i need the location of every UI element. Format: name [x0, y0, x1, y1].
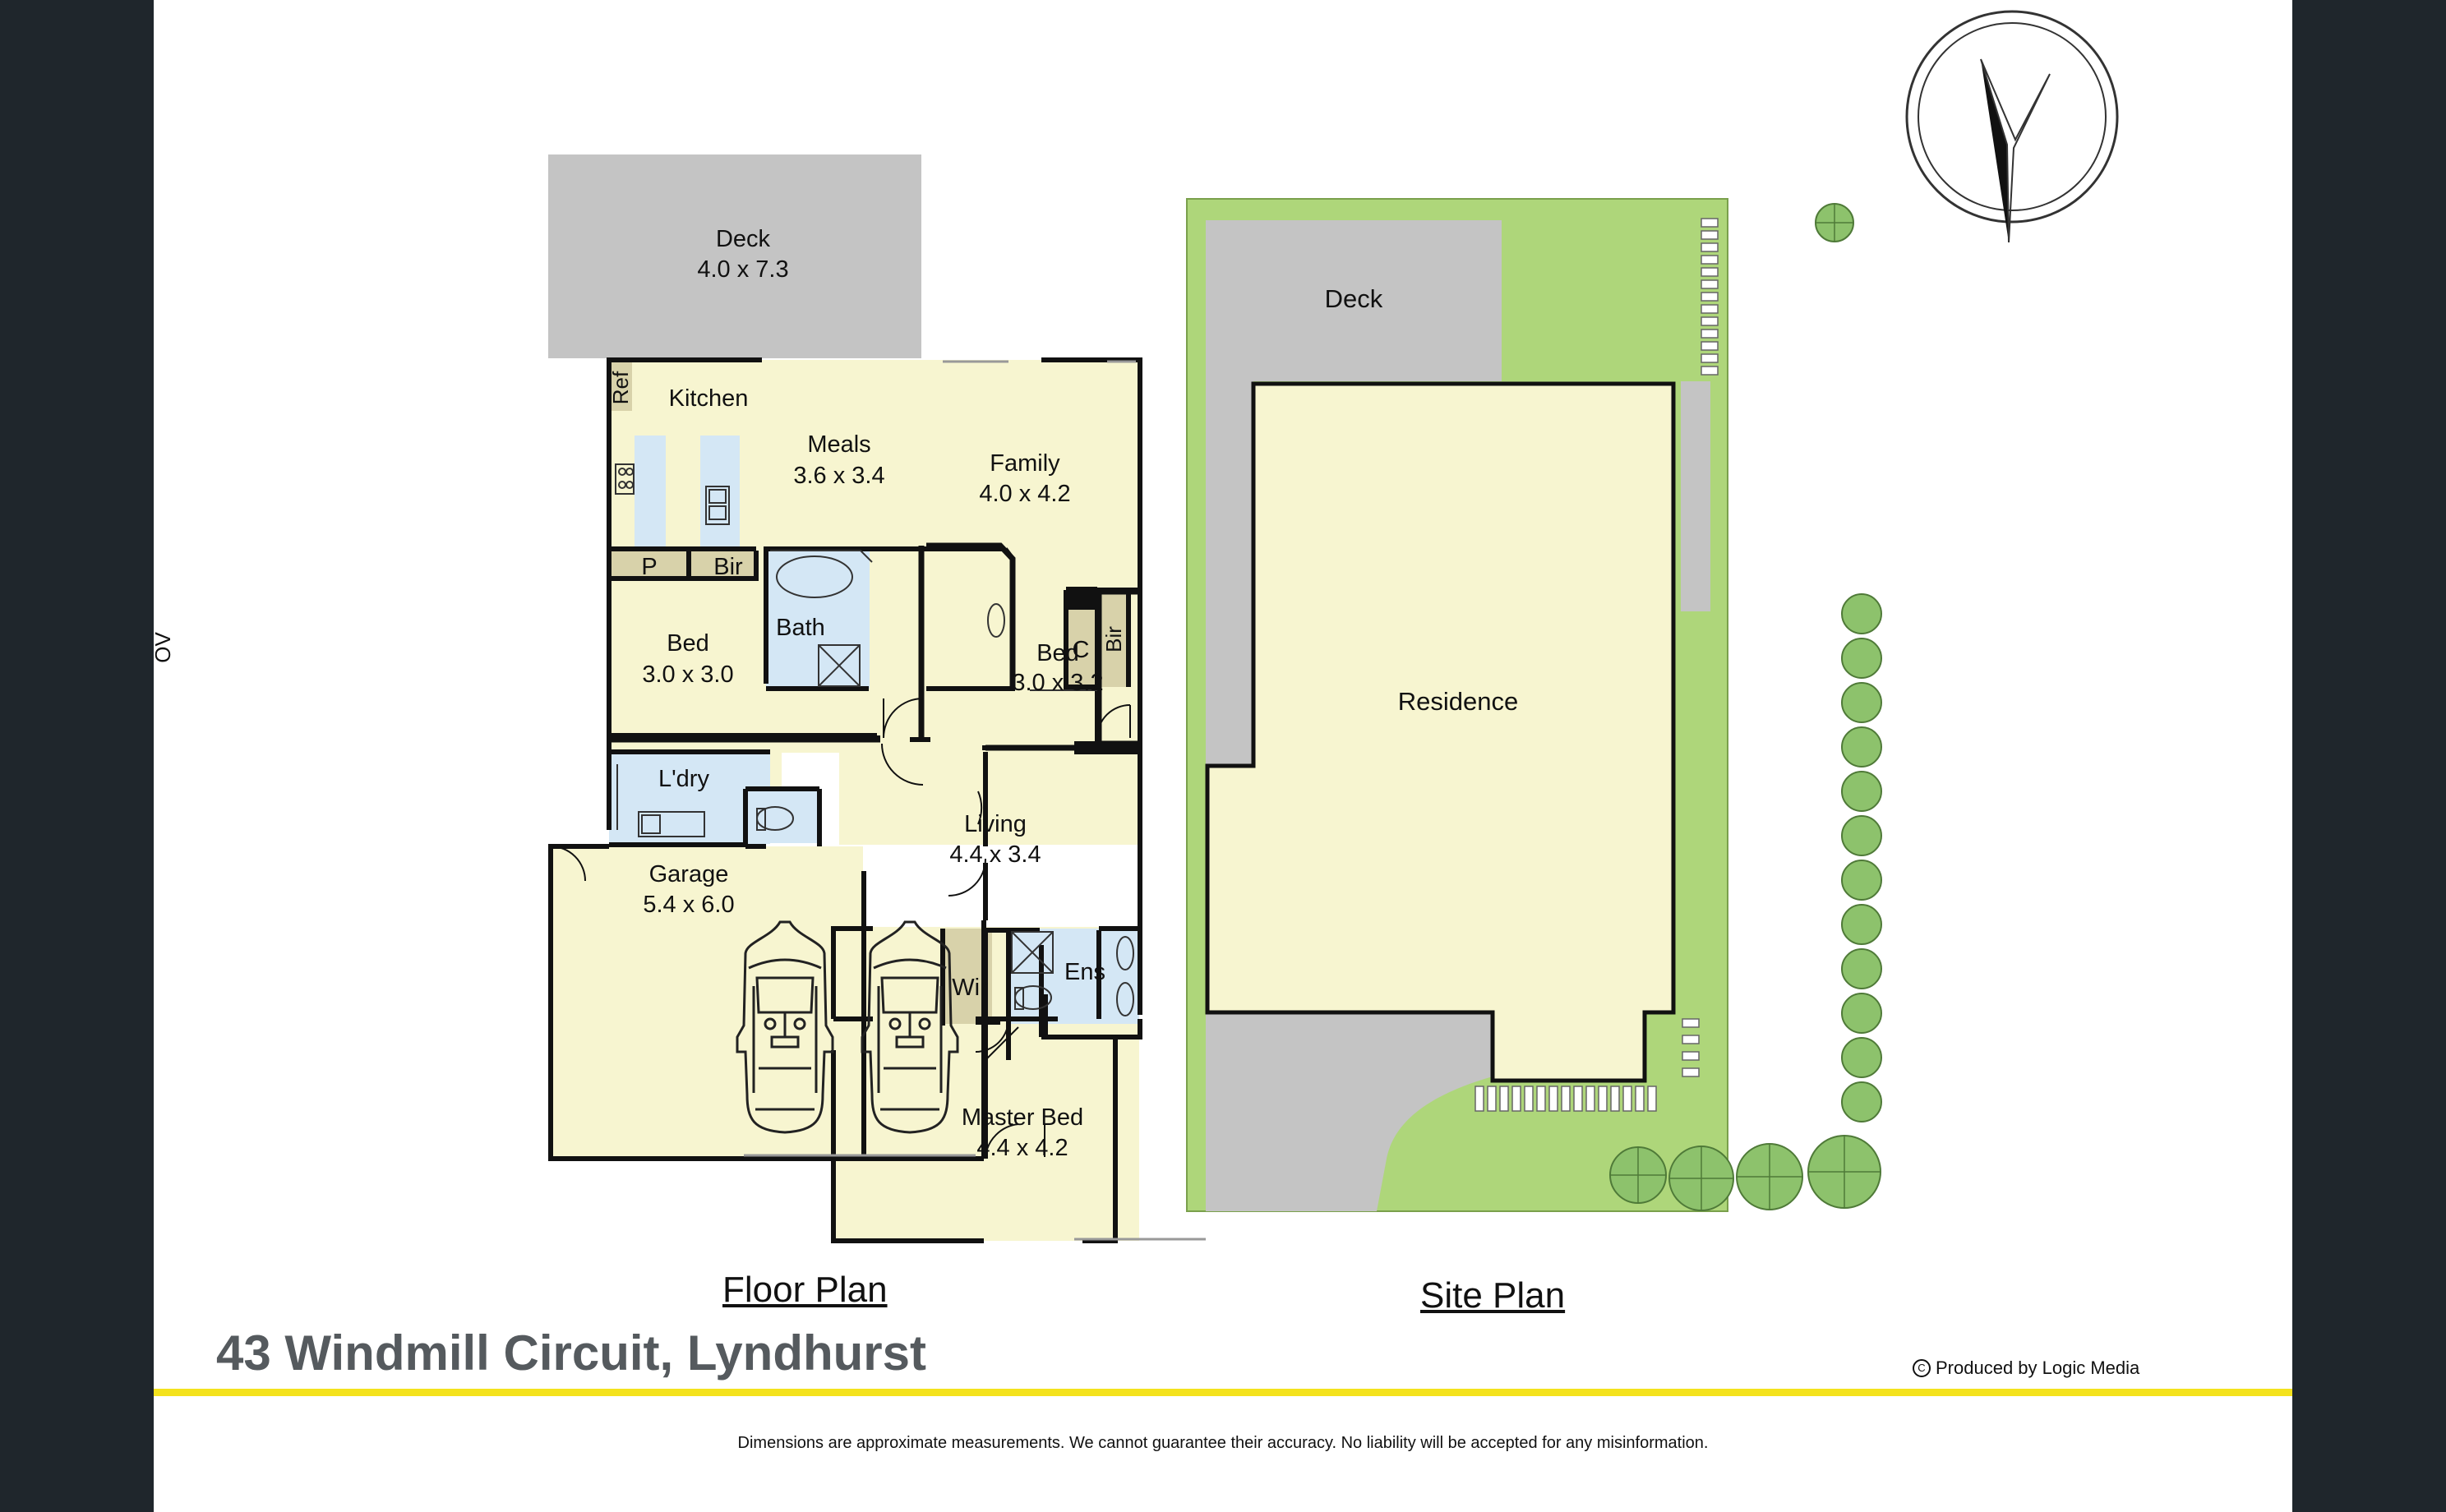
sink-icon [705, 486, 730, 525]
plan-sheet: Deck 4.0 x 7.3 Kitchen Meals 3.6 x 3.4 F… [154, 0, 2292, 1512]
north-arrow-icon [1905, 10, 2119, 243]
master-bed-dims: 4.4 x 4.2 [976, 1135, 1068, 1161]
bir-label-2: Bir [1101, 626, 1126, 652]
copyright-icon: C [1913, 1359, 1931, 1377]
property-address: 43 Windmill Circuit, Lyndhurst [216, 1325, 926, 1381]
ens-label: Ens [1064, 959, 1105, 985]
bed2-label: Bed [667, 630, 709, 657]
toilet-room [744, 789, 818, 843]
deck-dims: 4.0 x 7.3 [697, 256, 788, 283]
footer-accent-bar [154, 1389, 2292, 1396]
living-label: Living [964, 811, 1027, 837]
residence-outline [1205, 381, 1676, 1083]
bed3-dims: 3.0 x 3.2 [1012, 670, 1103, 696]
bathtub-icon [776, 555, 853, 598]
cooktop-icon [615, 463, 635, 495]
family-label: Family [990, 450, 1060, 477]
meals-label: Meals [807, 431, 870, 458]
car-icon [861, 920, 959, 1134]
master-bed-label: Master Bed [962, 1104, 1083, 1131]
floor-plan: Deck 4.0 x 7.3 Kitchen Meals 3.6 x 3.4 F… [154, 154, 1304, 1243]
floor-plan-title: Floor Plan [722, 1270, 888, 1310]
meals-dims: 3.6 x 3.4 [793, 463, 884, 489]
garage-dims: 5.4 x 6.0 [643, 892, 734, 918]
producer-credit: C Produced by Logic Media [1913, 1358, 2139, 1379]
producer-credit-text: Produced by Logic Media [1936, 1358, 2140, 1378]
car-icon [736, 920, 834, 1134]
site-deck-label: Deck [1325, 284, 1383, 313]
family-dims: 4.0 x 4.2 [979, 481, 1070, 507]
site-plan: Deck Residence [1186, 198, 1882, 1212]
bir-label: Bir [713, 554, 743, 580]
site-deck [1206, 220, 1502, 381]
kitchen-label: Kitchen [669, 385, 749, 412]
deck-label: Deck [716, 226, 771, 252]
shower-icon-ensuite [1011, 931, 1054, 974]
deck-area [548, 154, 921, 358]
residence-label: Residence [1398, 687, 1518, 716]
bed3-label: Bed [1036, 640, 1079, 666]
living-dims: 4.4 x 3.4 [949, 841, 1041, 868]
wir-label: Wir [952, 975, 988, 1001]
laundry-label: L'dry [658, 766, 709, 792]
disclaimer-text: Dimensions are approximate measurements.… [737, 1434, 1709, 1452]
shower-icon [818, 644, 861, 687]
pantry-label: P [641, 554, 657, 580]
garage-label: Garage [649, 861, 729, 887]
oven-label: OV [154, 632, 175, 663]
site-plan-title: Site Plan [1420, 1275, 1566, 1316]
plans-drawing: Deck 4.0 x 7.3 Kitchen Meals 3.6 x 3.4 F… [154, 10, 2119, 1243]
bath-label: Bath [776, 615, 825, 641]
ref-label: Ref [608, 371, 633, 404]
cupboard-label: C [1073, 637, 1090, 663]
bed2-dims: 3.0 x 3.0 [642, 662, 733, 688]
